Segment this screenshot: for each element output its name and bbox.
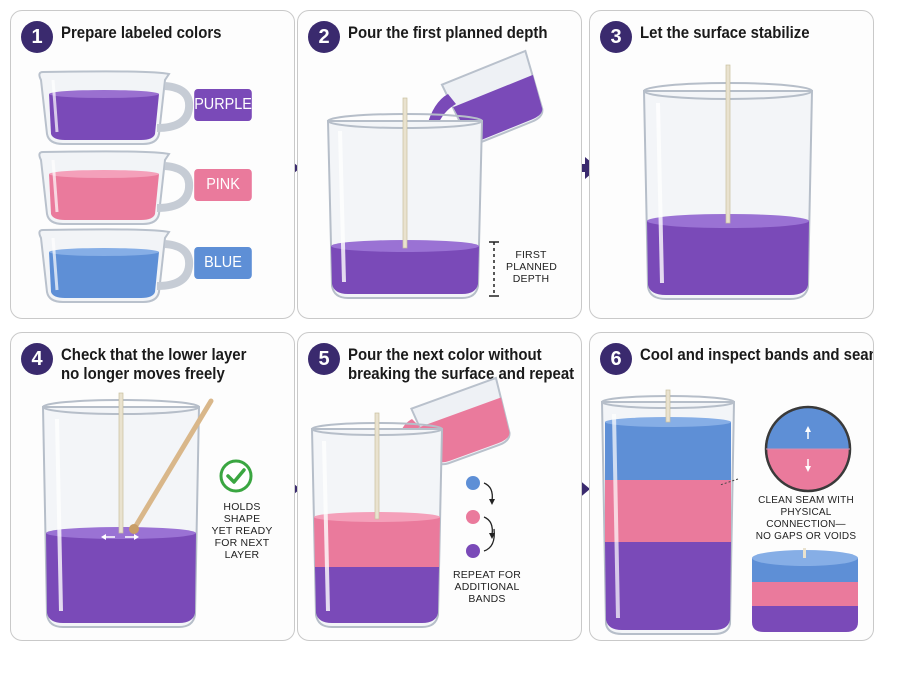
label-purple: PURPLE (194, 89, 252, 121)
step-title: Check that the lower layer no longer mov… (61, 345, 259, 383)
step-number: 6 (600, 343, 632, 375)
step-title: Prepare labeled colors (61, 23, 259, 42)
holds-shape-annotation: HOLDS SHAPE YET READY FOR NEXT LAYER (207, 501, 277, 561)
step-title: Pour the first planned depth (348, 23, 546, 42)
glass-jar-check-illustration (39, 391, 219, 636)
step-2-panel: 2 Pour the first planned depth FIRST PLA… (297, 10, 582, 319)
measuring-cup-blue-illustration (33, 224, 193, 306)
measuring-cup-pink-illustration (33, 146, 193, 228)
step-number: 3 (600, 21, 632, 53)
measuring-cup-purple-illustration (33, 66, 193, 148)
unmolded-candle-illustration (750, 548, 860, 638)
step-title: Let the surface stabilize (640, 23, 838, 42)
step-number: 4 (21, 343, 53, 375)
step-3-panel: 3 Let the surface stabilize (589, 10, 874, 319)
check-circle-icon (219, 459, 253, 493)
glass-jar-stabilize-illustration (638, 61, 818, 311)
seam-annotation: CLEAN SEAM WITH PHYSICAL CONNECTION— NO … (745, 495, 867, 543)
step-title: Cool and inspect bands and seams (640, 345, 838, 364)
step-6-panel: 6 Cool and inspect bands and seams CLEAN… (589, 332, 874, 641)
label-pink: PINK (194, 169, 252, 201)
repeat-annotation: REPEAT FOR ADDITIONAL BANDS (450, 569, 524, 605)
label-blue: BLUE (194, 247, 252, 279)
step-1-panel: 1 Prepare labeled colors PURPLE PINK BLU… (10, 10, 295, 319)
step-number: 1 (21, 21, 53, 53)
step-5-panel: 5 Pour the next color without breaking t… (297, 332, 582, 641)
seam-magnifier-illustration (710, 405, 870, 495)
color-sequence-icon (464, 471, 514, 561)
first-depth-annotation: FIRST PLANNED DEPTH (506, 249, 556, 285)
step-4-panel: 4 Check that the lower layer no longer m… (10, 332, 295, 641)
step-number: 5 (308, 343, 340, 375)
step-title: Pour the next color without breaking the… (348, 345, 546, 383)
